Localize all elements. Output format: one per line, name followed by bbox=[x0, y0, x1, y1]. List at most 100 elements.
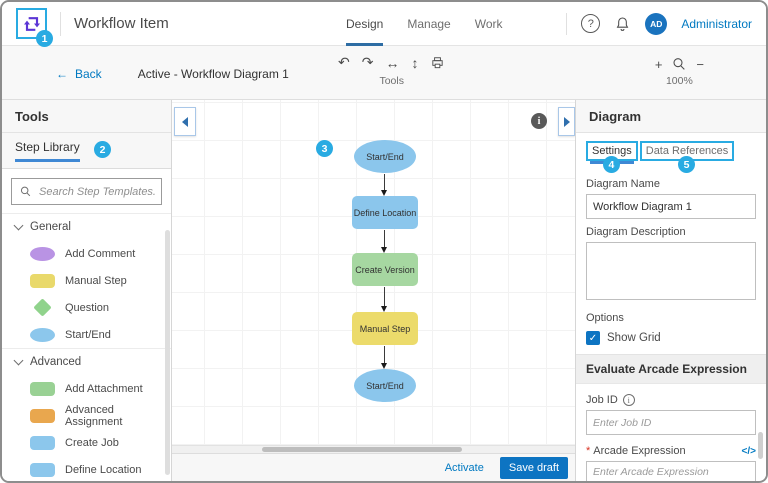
chevron-down-icon bbox=[13, 355, 24, 366]
collapse-right-panel-button[interactable] bbox=[558, 107, 575, 136]
step-template-list: General Add Comment Manual Step Question… bbox=[2, 213, 171, 481]
step-template-search-input[interactable] bbox=[11, 178, 162, 205]
node-start-end-bottom[interactable]: Start/End bbox=[354, 369, 416, 402]
tools-panel-title: Tools bbox=[2, 100, 171, 133]
tools-label: Tools bbox=[379, 75, 404, 87]
callout-badge-4: 4 bbox=[602, 156, 620, 173]
rect-swatch-icon bbox=[30, 381, 55, 396]
ellipse-swatch-icon bbox=[30, 246, 55, 261]
search-icon bbox=[20, 186, 31, 197]
callout-badge-5: 5 bbox=[678, 156, 696, 173]
step-template-create-job[interactable]: Create Job bbox=[2, 429, 171, 456]
header-divider-2 bbox=[566, 12, 568, 35]
ellipse-swatch-icon bbox=[30, 327, 55, 342]
tab-manage[interactable]: Manage bbox=[407, 16, 451, 31]
step-library-tabbar: Step Library 2 bbox=[2, 133, 171, 169]
activate-button[interactable]: Activate bbox=[444, 461, 484, 474]
diagram-name-input[interactable] bbox=[586, 194, 756, 219]
magnifier-icon bbox=[673, 58, 686, 70]
print-icon[interactable] bbox=[430, 56, 445, 70]
redo-icon[interactable]: ↷ bbox=[361, 54, 374, 70]
back-button[interactable]: ← Back bbox=[56, 66, 102, 81]
section-advanced[interactable]: Advanced bbox=[2, 348, 171, 375]
app-header: 1 Workflow Item Design Manage Work ? AD … bbox=[2, 2, 766, 47]
step-template-add-attachment[interactable]: Add Attachment bbox=[2, 375, 171, 402]
step-template-question[interactable]: Question bbox=[2, 294, 171, 321]
node-start-end-top[interactable]: Start/End bbox=[354, 140, 416, 173]
distribute-vertical-icon[interactable]: ↕ bbox=[411, 54, 419, 71]
diagram-name-label: Diagram Name bbox=[586, 178, 660, 190]
diagram-panel-title: Diagram bbox=[576, 100, 766, 133]
chevron-left-icon bbox=[182, 116, 188, 127]
options-label: Options bbox=[586, 312, 624, 324]
diagram-toolbar: ← Back Active - Workflow Diagram 1 ↶ ↷ ↔… bbox=[2, 46, 766, 100]
step-template-advanced-assignment[interactable]: Advanced Assignment bbox=[2, 402, 171, 429]
node-create-version[interactable]: Create Version bbox=[352, 253, 418, 286]
info-icon[interactable]: i bbox=[531, 113, 547, 129]
distribute-horizontal-icon[interactable]: ↔ bbox=[385, 54, 400, 71]
app-logo[interactable]: 1 bbox=[16, 8, 53, 47]
node-define-location[interactable]: Define Location bbox=[352, 196, 418, 229]
required-asterisk: * bbox=[586, 445, 591, 457]
workflow-logo-icon bbox=[23, 16, 40, 31]
header-right: ? AD Administrator bbox=[566, 12, 752, 35]
show-grid-label: Show Grid bbox=[607, 332, 661, 344]
zoom-group: + − 100% bbox=[654, 56, 704, 88]
step-template-define-location[interactable]: Define Location bbox=[2, 456, 171, 481]
job-id-input[interactable] bbox=[586, 410, 756, 435]
rect-swatch-icon bbox=[30, 462, 55, 477]
rect-swatch-icon bbox=[30, 435, 55, 450]
undo-icon[interactable]: ↶ bbox=[338, 54, 350, 70]
notifications-bell-icon[interactable] bbox=[614, 15, 631, 33]
connector-arrow bbox=[381, 287, 387, 312]
arcade-expression-label: Arcade Expression bbox=[593, 445, 686, 457]
rect-swatch-icon bbox=[30, 273, 55, 288]
connector-arrow bbox=[381, 174, 387, 196]
diagram-canvas[interactable]: i 3 Start/End Define Location Create Ver… bbox=[172, 100, 575, 445]
zoom-out-button[interactable]: − bbox=[696, 56, 704, 72]
left-panel-scrollbar[interactable] bbox=[165, 230, 170, 475]
diagram-properties-panel: Diagram Settings 4 Data References 5 Dia… bbox=[575, 100, 766, 481]
job-id-label: Job ID bbox=[586, 394, 618, 406]
save-draft-button[interactable]: Save draft bbox=[499, 456, 568, 479]
right-panel-scrollbar[interactable] bbox=[758, 432, 763, 459]
connector-arrow bbox=[381, 230, 387, 253]
collapse-left-panel-button[interactable] bbox=[174, 107, 196, 136]
info-icon[interactable]: i bbox=[622, 394, 635, 406]
step-template-manual-step[interactable]: Manual Step bbox=[2, 267, 171, 294]
code-editor-icon[interactable]: </> bbox=[741, 445, 756, 457]
page-title: Workflow Item bbox=[74, 15, 169, 32]
tab-data-references[interactable]: Data References 5 bbox=[639, 141, 735, 173]
scrollbar-thumb[interactable] bbox=[262, 447, 462, 452]
show-grid-checkbox[interactable] bbox=[586, 331, 600, 345]
user-avatar[interactable]: AD bbox=[645, 12, 668, 35]
step-template-add-comment[interactable]: Add Comment bbox=[2, 240, 171, 267]
canvas-footer: Activate Save draft bbox=[172, 453, 575, 481]
diamond-swatch-icon bbox=[33, 298, 52, 317]
section-general[interactable]: General bbox=[2, 213, 171, 240]
diagram-description-label: Diagram Description bbox=[586, 226, 686, 238]
callout-badge-2: 2 bbox=[94, 141, 111, 158]
node-manual-step[interactable]: Manual Step bbox=[352, 312, 418, 345]
tools-group: ↶ ↷ ↔ ↕ Tools bbox=[338, 54, 445, 87]
evaluate-arcade-section-header: Evaluate Arcade Expression bbox=[576, 354, 766, 384]
tab-step-library[interactable]: Step Library bbox=[15, 140, 80, 162]
zoom-level: 100% bbox=[665, 75, 693, 87]
breadcrumb: Active - Workflow Diagram 1 bbox=[137, 66, 289, 81]
tab-work[interactable]: Work bbox=[474, 16, 503, 31]
callout-badge-1: 1 bbox=[36, 30, 53, 47]
connector-arrow bbox=[381, 346, 387, 369]
tools-panel: Tools Step Library 2 General Ad bbox=[2, 100, 172, 481]
arcade-expression-textarea[interactable] bbox=[586, 461, 756, 481]
tab-design[interactable]: Design bbox=[346, 2, 384, 46]
canvas-horizontal-scrollbar bbox=[172, 445, 575, 453]
diagram-description-textarea[interactable] bbox=[586, 242, 756, 300]
user-name-link[interactable]: Administrator bbox=[681, 16, 752, 31]
step-template-start-end[interactable]: Start/End bbox=[2, 321, 171, 348]
zoom-in-button[interactable]: + bbox=[654, 56, 663, 72]
main-nav: Design Manage Work bbox=[346, 2, 503, 46]
chevron-down-icon bbox=[13, 220, 24, 231]
tab-settings[interactable]: Settings 4 bbox=[586, 141, 638, 173]
rect-swatch-icon bbox=[30, 408, 55, 423]
help-icon[interactable]: ? bbox=[581, 14, 601, 33]
